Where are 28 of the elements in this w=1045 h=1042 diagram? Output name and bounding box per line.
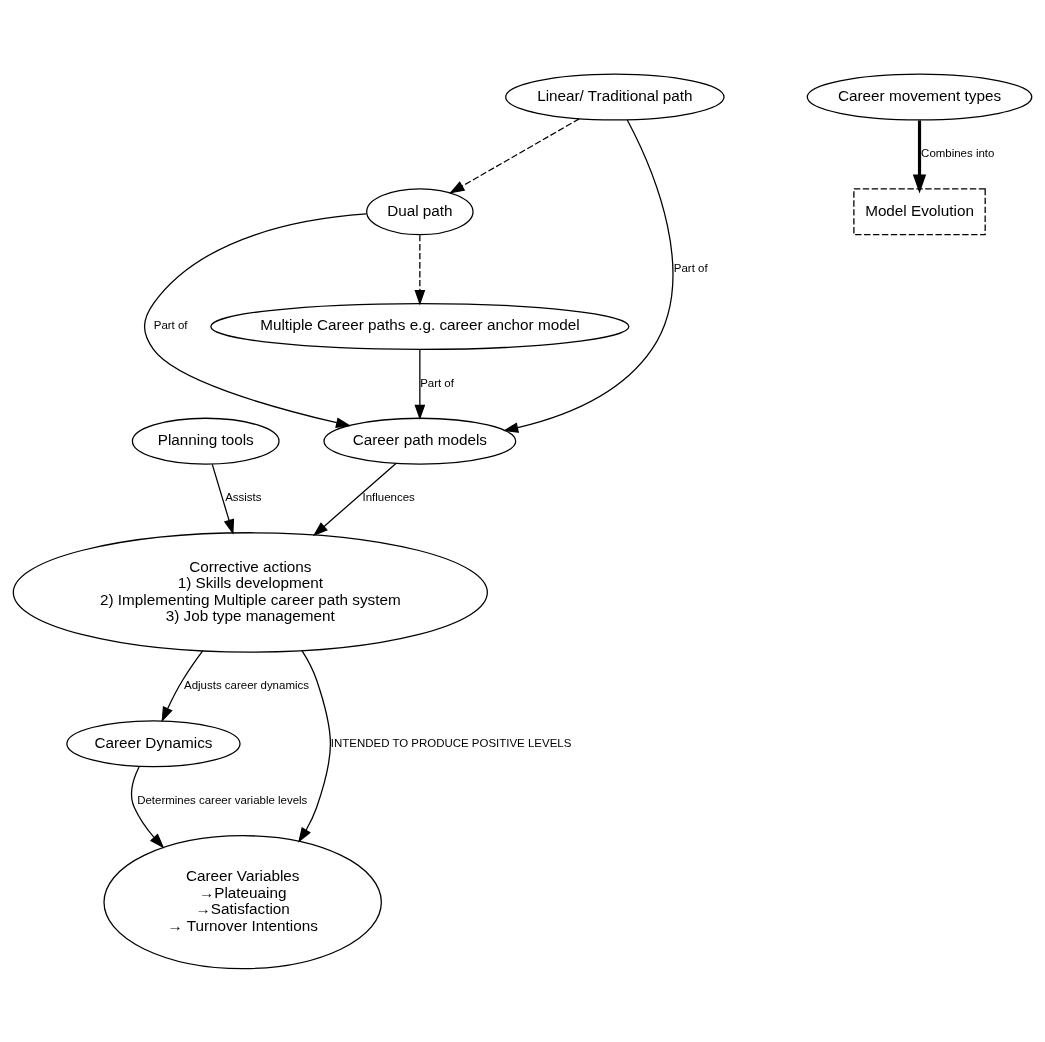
node-ellipse: Corrective actions 1) Skills development 2) Implementing Multiple career path system 3) Job type management	[12, 531, 488, 653]
arrow	[449, 117, 580, 194]
edge-label: Part of	[153, 318, 188, 331]
edge-label: Influences	[362, 490, 415, 503]
arrow	[912, 120, 927, 194]
node-ellipse: Multiple Career paths e.g. career anchor model	[210, 302, 630, 350]
node-ellipse: Planning tools	[131, 417, 280, 465]
arrow	[130, 765, 165, 848]
arrow	[502, 118, 674, 433]
arrow	[414, 348, 426, 420]
arrow	[312, 462, 397, 536]
edge-label: INTENDED TO PRODUCE POSITIVE LEVELS	[330, 736, 572, 749]
edge-label: Adjusts career dynamics	[184, 678, 309, 691]
arrow	[211, 463, 235, 535]
node-ellipse: Career movement types	[806, 72, 1033, 121]
node-ellipse: Career Dynamics	[66, 719, 241, 767]
arrow	[161, 649, 204, 722]
edge-label: Assists	[225, 490, 262, 503]
arrow	[143, 212, 367, 428]
edge-label: Part of	[420, 376, 454, 389]
edge-label: Determines career variable levels	[137, 793, 308, 806]
edge-label: Combines into	[921, 146, 995, 159]
node-ellipse: Dual path	[366, 187, 474, 235]
edge-label: Part of	[673, 261, 708, 274]
arrow	[414, 234, 426, 305]
node-box: Model Evolution	[853, 187, 986, 235]
node-ellipse: Linear/ Traditional path	[505, 72, 725, 121]
arrow	[298, 649, 332, 843]
